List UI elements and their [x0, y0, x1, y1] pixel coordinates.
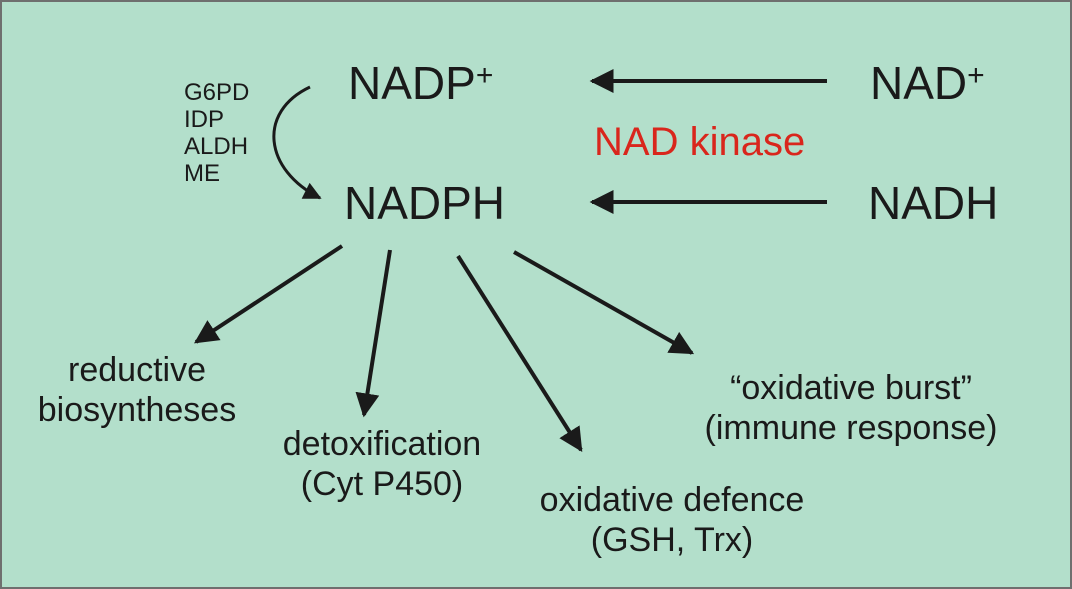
output-oxidative-burst: “oxidative burst” (immune response) [668, 368, 1034, 448]
enzyme-list: G6PD IDP ALDH ME [184, 79, 249, 187]
node-nad-plus-text: NAD [870, 57, 968, 109]
node-nadph: NADPH [344, 177, 506, 229]
output-line: (GSH, Trx) [590, 521, 754, 559]
node-nadp-plus-charge: + [475, 58, 494, 92]
output-line: (Cyt P450) [300, 465, 464, 503]
arrow-to-reductive-biosyntheses [193, 244, 344, 344]
output-line: reductive [68, 351, 206, 389]
enzyme-item: ALDH [184, 133, 249, 160]
node-nad-plus-charge: + [967, 58, 985, 92]
enzyme-item: G6PD [184, 79, 250, 106]
output-reductive-biosyntheses: reductive biosyntheses [14, 350, 260, 430]
enzyme-item: ME [184, 160, 220, 187]
output-line: (immune response) [704, 409, 998, 447]
output-line: “oxidative burst” [730, 369, 972, 407]
enzyme-item: IDP [184, 106, 225, 133]
output-line: oxidative defence [539, 481, 805, 519]
arrow-to-oxidative-defence [456, 254, 583, 453]
node-nadh: NADH [868, 177, 999, 229]
output-line: biosyntheses [37, 391, 237, 429]
output-oxidative-defence: oxidative defence (GSH, Trx) [502, 480, 842, 560]
node-nadp-plus-text: NADP [348, 57, 476, 109]
kinase-label: NAD kinase [594, 120, 806, 164]
arrow-nadp-to-nadph [272, 85, 322, 200]
node-nad-plus: NAD+ [870, 60, 985, 106]
output-line: detoxification [282, 425, 482, 463]
arrow-to-detoxification [355, 249, 392, 418]
output-detoxification: detoxification (Cyt P450) [258, 424, 506, 504]
node-nadp-plus: NADP+ [348, 60, 493, 106]
arrow-to-oxidative-burst [513, 250, 695, 355]
